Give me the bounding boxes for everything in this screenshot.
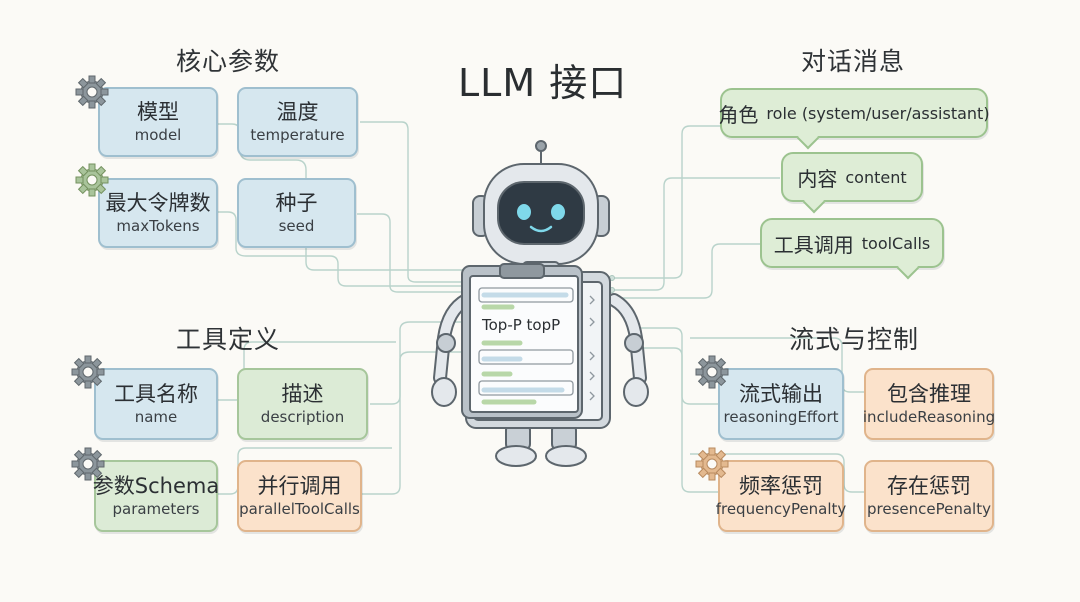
- bubble-role-label: 角色: [718, 102, 759, 127]
- card-presence-penalty-label: 存在惩罚: [887, 474, 971, 498]
- card-parameters-schema-label: 参数Schema: [92, 474, 220, 498]
- card-include-reasoning: 包含推理 includeReasoning: [862, 368, 996, 440]
- card-temperature: 温度 temperature: [237, 87, 358, 157]
- card-parallel-tool-calls-key: parallelToolCalls: [239, 500, 360, 518]
- gear-icon: [695, 355, 729, 389]
- core-params-heading: 核心参数: [176, 47, 281, 76]
- card-max-tokens-key: maxTokens: [116, 217, 200, 235]
- card-parameters-schema: 参数Schema parameters: [92, 460, 220, 532]
- card-max-tokens-label: 最大令牌数: [105, 191, 211, 215]
- card-streaming-output-key: reasoningEffort: [723, 408, 839, 426]
- bubble-content-label: 内容: [797, 166, 838, 191]
- gear-icon: [695, 447, 729, 481]
- bubble-content: 内容 content: [781, 152, 923, 202]
- card-temperature-key: temperature: [250, 126, 345, 144]
- card-model: 模型 model: [98, 87, 218, 157]
- card-tool-name-key: name: [134, 408, 178, 426]
- card-streaming-output-label: 流式输出: [739, 382, 823, 406]
- gear-icon: [71, 355, 105, 389]
- bubble-role: 角色 role (system/user/assistant): [718, 88, 990, 138]
- card-seed-label: 种子: [275, 191, 318, 215]
- card-parallel-tool-calls-label: 并行调用: [257, 474, 342, 498]
- card-parameters-schema-key: parameters: [112, 500, 200, 518]
- streaming-control-heading: 流式与控制: [789, 325, 920, 354]
- bubble-tool-calls: 工具调用 toolCalls: [760, 218, 944, 268]
- bubble-tool-calls-key: toolCalls: [861, 233, 931, 253]
- card-max-tokens: 最大令牌数 maxTokens: [98, 178, 218, 248]
- gear-icon: [75, 75, 109, 109]
- card-parallel-tool-calls: 并行调用 parallelToolCalls: [237, 460, 362, 532]
- card-description-key: description: [260, 408, 345, 426]
- card-presence-penalty-key: presencePenalty: [867, 500, 991, 518]
- clipboard-label-top-p: Top-P topP: [482, 316, 561, 334]
- bubble-tool-calls-label: 工具调用: [773, 232, 854, 257]
- card-tool-name-label: 工具名称: [114, 382, 198, 406]
- card-include-reasoning-key: includeReasoning: [862, 408, 996, 426]
- card-include-reasoning-label: 包含推理: [887, 382, 971, 406]
- card-tool-name: 工具名称 name: [94, 368, 218, 440]
- bubble-content-key: content: [845, 167, 907, 187]
- bubble-role-key: role (system/user/assistant): [766, 103, 990, 123]
- tool-definition-heading: 工具定义: [176, 325, 281, 354]
- card-temperature-label: 温度: [276, 100, 319, 124]
- card-model-key: model: [134, 126, 182, 144]
- card-seed-key: seed: [278, 217, 315, 235]
- card-description-label: 描述: [281, 382, 324, 406]
- card-model-label: 模型: [137, 100, 179, 124]
- card-presence-penalty: 存在惩罚 presencePenalty: [864, 460, 994, 532]
- card-description: 描述 description: [237, 368, 368, 440]
- card-seed: 种子 seed: [237, 178, 356, 248]
- dialog-messages-heading: 对话消息: [801, 47, 906, 76]
- card-streaming-output: 流式输出 reasoningEffort: [718, 368, 844, 440]
- card-frequency-penalty-label: 频率惩罚: [739, 474, 823, 498]
- gear-icon: [75, 163, 109, 197]
- card-frequency-penalty-key: frequencyPenalty: [715, 500, 847, 518]
- gear-icon: [71, 447, 105, 481]
- diagram-title: LLM 接口: [458, 61, 628, 105]
- card-frequency-penalty: 频率惩罚 frequencyPenalty: [715, 460, 847, 532]
